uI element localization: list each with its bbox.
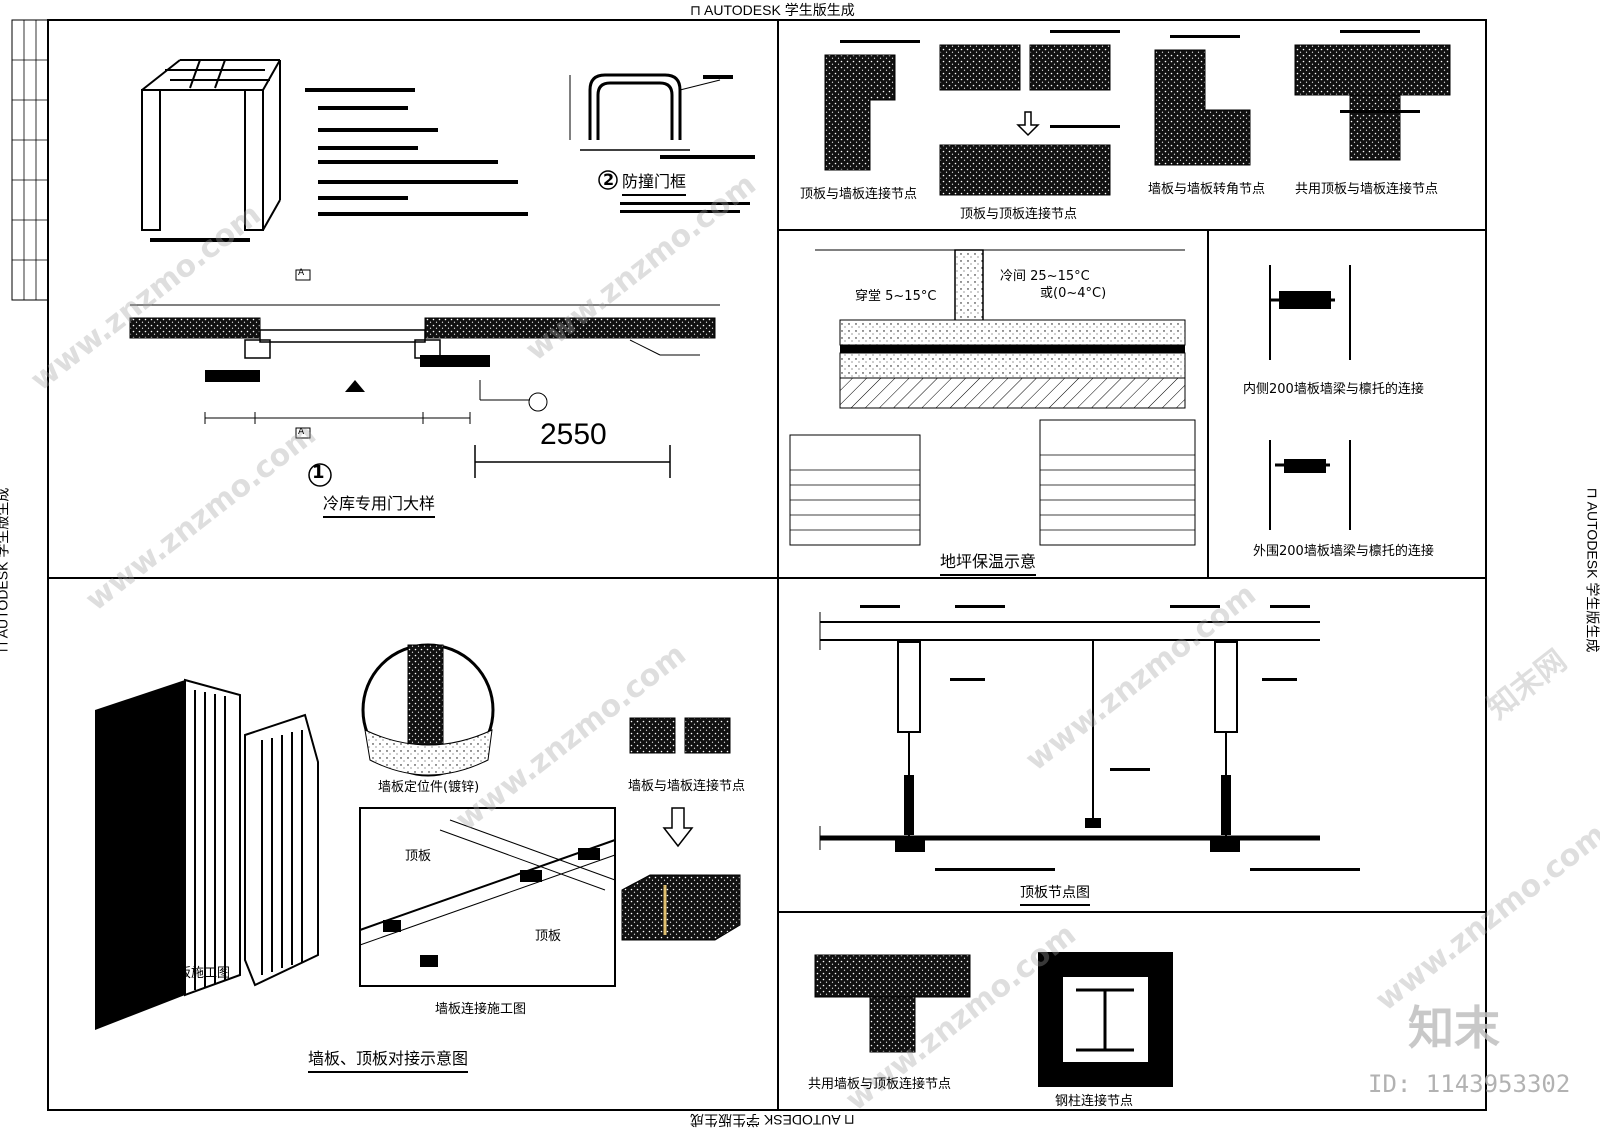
roof-node-title: 顶板节点图 <box>1020 882 1090 906</box>
wall-connection-label: 墙板连接施工图 <box>435 1002 527 1017</box>
beam-details <box>1269 265 1351 530</box>
collision-frame <box>569 73 721 151</box>
beam-label-inner: 内侧200墙板墙梁与檩托的连接 <box>1243 382 1424 397</box>
panel-connection <box>359 807 616 987</box>
dimension-2550: 2550 <box>540 418 607 451</box>
joint-label-shared-roof: 共用顶板与墙板连接节点 <box>1295 182 1439 197</box>
shared-panel-label: 共用墙板与顶板连接节点 <box>808 1077 952 1092</box>
image-id: ID: 1143953302 <box>1368 1070 1571 1098</box>
floor-insulation-title: 地坪保温示意 <box>940 548 1037 576</box>
door-notes <box>150 88 528 242</box>
roof-node <box>819 612 1320 852</box>
detail-number-2: 2 <box>603 170 615 189</box>
wall-construction-label: 墙板施工图 <box>165 966 231 981</box>
floor-insulation <box>789 249 1196 546</box>
floor-room-alt: 或(0~4°C) <box>1040 286 1107 301</box>
door-frame-iso <box>141 59 281 231</box>
joint-label-roof-roof: 顶板与顶板连接节点 <box>960 207 1078 222</box>
banner-left: ⊓ AUTODESK 学生版生成 <box>0 487 11 653</box>
collision-frame-title: 防撞门框 <box>622 168 687 196</box>
floor-room-hall: 穿堂 5~15°C <box>855 289 937 304</box>
joint-label-wall-corner: 墙板与墙板转角节点 <box>1148 182 1266 197</box>
door-plan <box>129 269 720 478</box>
locator-label: 墙板定位件(镀锌) <box>378 780 480 795</box>
shared-panel-node <box>814 954 971 1053</box>
beam-label-outer: 外围200墙板墙梁与檩托的连接 <box>1253 544 1434 559</box>
section-mark-a: A <box>298 268 305 278</box>
locator-detail <box>361 643 495 777</box>
panel-dividers <box>48 20 1486 1110</box>
banner-bottom: ⊓ AUTODESK 学生版生成 <box>690 1112 855 1128</box>
wall-joint-label: 墙板与墙板连接节点 <box>628 779 746 794</box>
section-mark-a: A <box>298 427 305 437</box>
roof-panel-label: 顶板 <box>535 929 562 944</box>
drawing-border <box>47 19 1487 1111</box>
banner-top: ⊓ AUTODESK 学生版生成 <box>690 2 855 18</box>
banner-right: ⊓ AUTODESK 学生版生成 <box>1584 487 1600 653</box>
wall-roof-title: 墙板、顶板对接示意图 <box>308 1045 469 1073</box>
steel-column-node <box>1038 952 1173 1087</box>
detail-number-1: 1 <box>312 462 325 483</box>
joint-label-roof-wall: 顶板与墙板连接节点 <box>800 187 918 202</box>
title-block <box>11 19 49 301</box>
wall-wall-joint <box>621 717 741 941</box>
roof-panel-label: 顶板 <box>405 849 432 864</box>
wall-panels-3d <box>95 678 319 1030</box>
floor-room-cold: 冷间 25~15°C <box>1000 269 1090 284</box>
steel-column-label: 钢柱连接节点 <box>1055 1094 1134 1109</box>
brand-logo: 知末 <box>1408 1001 1500 1055</box>
joint-details <box>824 44 1451 196</box>
door-detail-title: 冷库专用门大样 <box>323 490 436 518</box>
